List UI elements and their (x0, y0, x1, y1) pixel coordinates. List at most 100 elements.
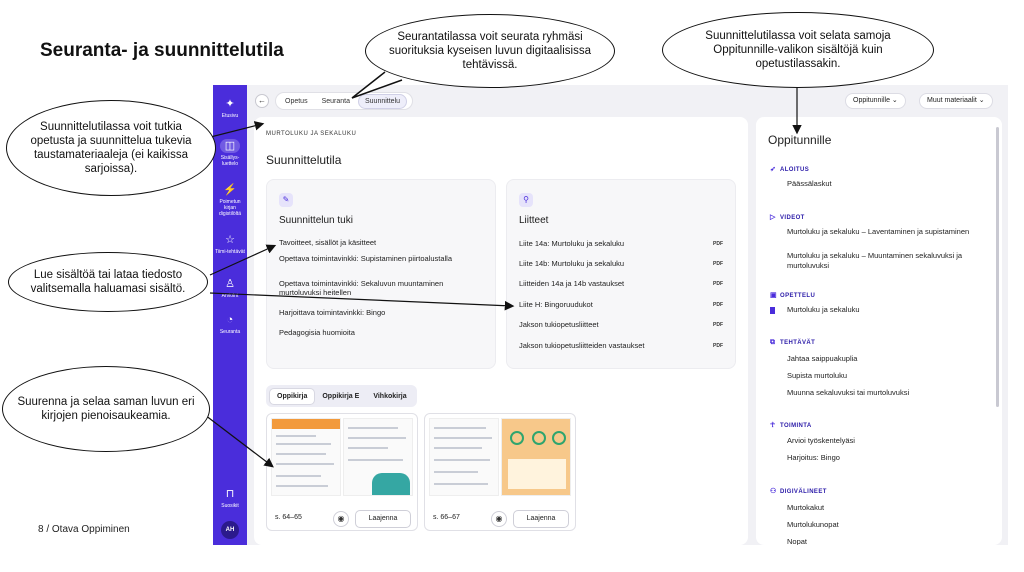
thumbnail-footer: s. 66–67 ◉ Laajenna (425, 506, 575, 530)
scrollbar[interactable] (996, 127, 999, 407)
mode-tabs: Opetus Seuranta Suunnittelu (275, 92, 414, 110)
sidebar-item-etusivu[interactable]: ✦ Etusivu (213, 97, 247, 119)
thumbnail-footer: s. 64–65 ◉ Laajenna (267, 506, 417, 530)
oppitunnille-panel: Oppitunnille ➶ALOITUS Päässälaskut ▷VIDE… (756, 117, 1002, 545)
eye-icon[interactable]: ◉ (333, 511, 349, 527)
sparkle-icon: ✦ (225, 98, 235, 110)
callout-lataa: Lue sisältöä tai lataa tiedosto valitsem… (8, 252, 208, 312)
list-item[interactable]: Opettava toimintavinkki: Sekaluvun muunt… (279, 279, 444, 297)
sidebar-item-sisallysluettelo[interactable]: ◫ Sisällys-luettelo (213, 139, 247, 167)
topbar: ← Opetus Seuranta Suunnittelu Oppitunnil… (247, 85, 1008, 117)
callout-taustamateriaalit: Suunnittelutilassa voit tutkia opetusta … (6, 100, 216, 196)
list-item[interactable]: Muunna sekaluvuksi tai murtoluvuksi (787, 388, 910, 397)
tab-opetus[interactable]: Opetus (285, 97, 308, 105)
list-item[interactable]: Jakson tukiopetusliitteet (519, 320, 599, 329)
play-icon: ▷ (770, 214, 776, 221)
pen-icon: ✎ (279, 193, 293, 207)
list-item[interactable]: Tavoitteet, sisällöt ja käsitteet (279, 238, 377, 247)
sidebar-item-poimetun[interactable]: ⚡ Poimetun kirjan digistilöltä (213, 183, 247, 217)
page-title: Suunnittelutila (266, 153, 342, 167)
eye-icon[interactable]: ◉ (491, 511, 507, 527)
list-item[interactable]: Murtolukunopat (787, 520, 839, 529)
list-item[interactable]: Opettava toimintavinkki: Supistaminen pi… (279, 254, 453, 263)
list-item[interactable]: Harjoittava toimintavinkki: Bingo (279, 308, 386, 317)
liitteet-card: ⚲ Liitteet Liite 14a: Murtoluku ja sekal… (506, 179, 736, 369)
tab-oppikirja-e[interactable]: Oppikirja E (322, 392, 360, 400)
section-aloitus: ➶ALOITUS (770, 165, 809, 173)
expand-button[interactable]: Laajenna (513, 510, 569, 528)
section-heading: TEHTÄVÄT (780, 340, 816, 346)
page-preview-left (429, 418, 499, 496)
section-tehtavat: ⧉TEHTÄVÄT (770, 339, 815, 347)
pdf-badge: PDF (713, 281, 723, 287)
list-item[interactable]: Liite H: Bingoruudukot (519, 300, 593, 309)
tab-seuranta[interactable]: Seuranta (321, 97, 350, 105)
section-opettelu: ▣OPETTELU (770, 291, 815, 299)
list-item[interactable]: Murtokakut (787, 503, 825, 512)
section-videot: ▷VIDEOT (770, 213, 805, 221)
list-item[interactable]: Murtoluku ja sekaluku – Muuntaminen seka… (787, 251, 963, 270)
list-item[interactable]: Murtoluku ja sekaluku (787, 305, 860, 314)
sidebar-item-arviointi[interactable]: ♙ Arvioint (213, 277, 247, 299)
sidebar-item-label: Suosikit (221, 503, 239, 509)
star-icon: ☆ (225, 234, 235, 246)
callout-suunnittelu: Suunnittelutilassa voit selata samoja Op… (662, 12, 934, 88)
activity-icon: ☥ (770, 422, 776, 429)
list-item[interactable]: Liite 14a: Murtoluku ja sekaluku (519, 239, 625, 248)
sidebar-item-tiimitehtavat[interactable]: ☆ Tiimi-tehtävät (213, 233, 247, 255)
section-toiminta: ☥ TOIMINTA (770, 421, 812, 429)
sidebar-item-suosikit[interactable]: ⊓ Suosikit (213, 487, 247, 509)
tools-icon: ⚇ (770, 488, 777, 495)
page-range: s. 64–65 (275, 514, 302, 521)
section-heading: TOIMINTA (780, 423, 812, 429)
section-heading: OPETTELU (780, 293, 816, 299)
list-item[interactable]: Päässälaskut (787, 179, 832, 188)
slide-footer: 8 / Otava Oppiminen (38, 524, 130, 535)
tab-oppikirja[interactable]: Oppikirja (269, 387, 316, 405)
list-item[interactable]: Murtoluku ja sekaluku – Laventaminen ja … (787, 227, 970, 236)
learn-icon: ▣ (770, 292, 778, 299)
bolt-icon: ⚡ (223, 184, 237, 196)
chapter-kicker: MURTOLUKU JA SEKALUKU (266, 131, 357, 137)
callout-pienoisaukeamat: Suurenna ja selaa saman luvun eri kirjoj… (2, 366, 210, 452)
list-item[interactable]: Liitteiden 14a ja 14b vastaukset (519, 279, 625, 288)
page-preview-right (343, 418, 413, 496)
list-item[interactable]: Jakson tukiopetusliitteiden vastaukset (519, 341, 645, 350)
sidebar: ✦ Etusivu ◫ Sisällys-luettelo ⚡ Poimetun… (213, 85, 247, 545)
clock-icon: ◔ (226, 314, 234, 326)
pdf-badge: PDF (713, 343, 723, 349)
spread-thumbnail[interactable]: s. 66–67 ◉ Laajenna (424, 413, 576, 531)
oppitunnille-dropdown[interactable]: Oppitunnille ⌄ (845, 93, 906, 109)
section-heading: DIGIVÄLINEET (780, 489, 827, 495)
callout-seuranta: Seurantatilassa voit seurata ryhmäsi suo… (365, 14, 615, 88)
slide-title: Seuranta- ja suunnittelutila (40, 40, 284, 61)
spread-thumbnail[interactable]: s. 64–65 ◉ Laajenna (266, 413, 418, 531)
tab-suunnittelu[interactable]: Suunnittelu (358, 93, 408, 109)
pdf-badge: PDF (713, 261, 723, 267)
sidebar-item-label: Arvioint (221, 293, 239, 299)
sidebar-item-label: Tiimi-tehtävät (215, 249, 245, 255)
pdf-badge: PDF (713, 241, 723, 247)
sidebar-item-label: Poimetun kirjan digistilöltä (219, 199, 241, 217)
list-item[interactable]: Nopat (787, 537, 808, 545)
back-button[interactable]: ← (255, 94, 269, 108)
list-item[interactable]: Harjoitus: Bingo (787, 453, 840, 462)
avatar[interactable]: AH (221, 521, 239, 539)
expand-button[interactable]: Laajenna (355, 510, 411, 528)
list-item[interactable]: Pedagogisia huomioita (279, 328, 355, 337)
card-title: Suunnittelun tuki (279, 215, 353, 226)
muut-materiaalit-dropdown[interactable]: Muut materiaalit ⌄ (919, 93, 993, 109)
app-window: ✦ Etusivu ◫ Sisällys-luettelo ⚡ Poimetun… (213, 85, 1008, 545)
tab-vihkokirja[interactable]: Vihkokirja (373, 392, 407, 400)
bookmark-icon (770, 307, 775, 314)
page-preview-left (271, 418, 341, 496)
list-item[interactable]: Supista murtoluku (787, 371, 848, 380)
sidebar-item-seuranta[interactable]: ◔ Seuranta (213, 313, 247, 335)
list-item[interactable]: Jahtaa saippuakuplia (787, 354, 858, 363)
bookmark-icon: ⊓ (225, 488, 235, 500)
list-item[interactable]: Arvioi työskentelyäsi (787, 436, 855, 445)
rocket-icon: ➶ (770, 166, 777, 173)
page-preview-right (501, 418, 571, 496)
paperclip-icon: ⚲ (519, 193, 533, 207)
list-item[interactable]: Liite 14b: Murtoluku ja sekaluku (519, 259, 625, 268)
